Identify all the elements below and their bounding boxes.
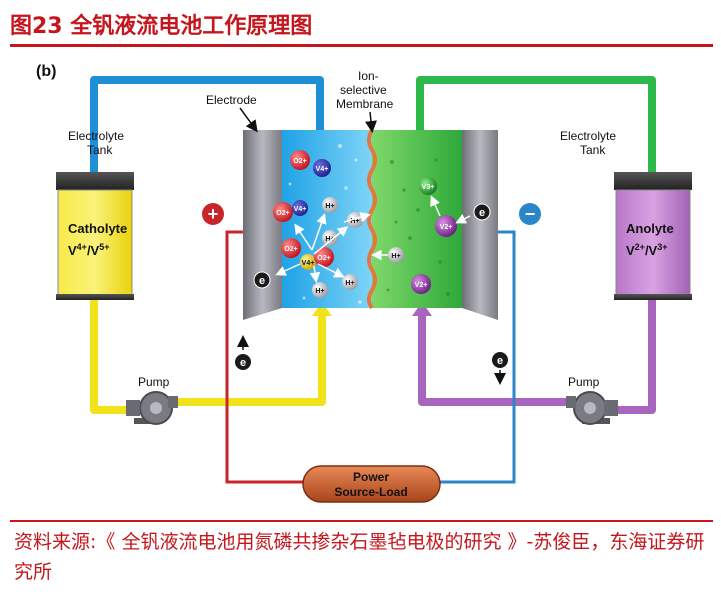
negative-side-ions: V3+ V2+ H+ V2+ bbox=[388, 177, 457, 294]
o2-ion: O2+ bbox=[281, 238, 301, 258]
v4-ion: V4+ bbox=[292, 200, 308, 216]
electrode-pointer bbox=[239, 107, 258, 133]
svg-text:e: e bbox=[259, 275, 265, 287]
svg-text:e: e bbox=[240, 357, 246, 369]
catholyte-return-arrow bbox=[312, 302, 332, 316]
tank-label-left-2: Tank bbox=[87, 143, 113, 157]
negative-side-arrows bbox=[371, 195, 471, 261]
source-note: 资料来源:《 全钒液流电池用氮磷共掺杂石墨毡电极的研究 》-苏俊臣，东海证券研究… bbox=[14, 531, 705, 583]
svg-text:+: + bbox=[208, 204, 219, 224]
h-ion: H+ bbox=[312, 282, 328, 298]
v3-ion: V3+ bbox=[419, 177, 437, 195]
h-ion: H+ bbox=[322, 197, 338, 213]
electron-icon-anode: e bbox=[473, 203, 491, 221]
anolyte-return-arrow bbox=[412, 302, 432, 316]
membrane-label-3: Membrane bbox=[336, 97, 394, 111]
reaction-arrows bbox=[275, 212, 371, 283]
svg-text:Source-Load: Source-Load bbox=[334, 485, 407, 499]
svg-text:H+: H+ bbox=[391, 253, 400, 260]
v4-ion: V4+ bbox=[313, 159, 331, 177]
anolyte-tank bbox=[614, 172, 692, 300]
pump-right-label: Pump bbox=[568, 375, 600, 389]
catholyte-tank bbox=[56, 172, 134, 300]
svg-text:O2+: O2+ bbox=[284, 246, 297, 253]
green-bubbles bbox=[386, 158, 450, 296]
svg-text:H+: H+ bbox=[315, 288, 324, 295]
catholyte-outlet-pipe bbox=[90, 76, 324, 178]
catholyte-return-pipe bbox=[90, 300, 326, 414]
h-ion: H+ bbox=[322, 230, 338, 246]
membrane-label-2: selective bbox=[340, 83, 387, 97]
h-ion: H+ bbox=[342, 274, 358, 290]
v2-ion: V2+ bbox=[411, 274, 431, 294]
svg-text:O2+: O2+ bbox=[317, 255, 330, 262]
o2-ion: O2+ bbox=[273, 202, 293, 222]
svg-text:V4+: V4+ bbox=[294, 206, 307, 213]
svg-text:V2+: V2+ bbox=[440, 224, 453, 231]
o2-ion: O2+ bbox=[290, 150, 310, 170]
pump-right bbox=[566, 391, 618, 425]
svg-text:Power: Power bbox=[353, 470, 389, 484]
flow-battery-diagram: (b) Electrolyte Tank Catholyte V4+/V5+ bbox=[36, 63, 692, 503]
power-source-load: Power Source-Load bbox=[302, 465, 441, 503]
positive-terminal-icon: + bbox=[202, 203, 224, 225]
svg-text:−: − bbox=[525, 204, 536, 224]
o2-ion: O2+ bbox=[314, 247, 334, 267]
electron-flow-left: e bbox=[235, 335, 251, 370]
svg-text:O2+: O2+ bbox=[293, 158, 306, 165]
svg-text:H+: H+ bbox=[350, 218, 359, 225]
external-circuit bbox=[225, 230, 516, 484]
svg-text:V4+: V4+ bbox=[316, 166, 329, 173]
figure-title: 图23 全钒液流电池工作原理图 bbox=[10, 14, 313, 39]
v2-ion: V2+ bbox=[435, 215, 457, 237]
footer-divider bbox=[10, 520, 713, 522]
h-ion: H+ bbox=[347, 212, 363, 228]
h-ion: H+ bbox=[388, 247, 404, 263]
anolyte-return-pipe bbox=[418, 300, 656, 414]
svg-text:V4+: V4+ bbox=[302, 260, 315, 267]
svg-text:H+: H+ bbox=[345, 280, 354, 287]
svg-text:H+: H+ bbox=[325, 203, 334, 210]
pump-left-label: Pump bbox=[138, 375, 170, 389]
membrane-label-1: Ion- bbox=[358, 69, 379, 83]
panel-label: (b) bbox=[36, 63, 56, 80]
electron-icon-cathode: e bbox=[253, 271, 271, 289]
title-divider bbox=[10, 44, 713, 47]
tank-label-right-2: Tank bbox=[580, 143, 606, 157]
electrode-label: Electrode bbox=[206, 93, 257, 107]
catholyte-label: Catholyte bbox=[68, 221, 127, 236]
svg-text:O2+: O2+ bbox=[276, 210, 289, 217]
positive-side-ions: O2+ V4+ O2+ V4+ H+ H+ O2+ V4+ O2+ H+ H+ … bbox=[273, 150, 363, 298]
negative-terminal-icon: − bbox=[519, 203, 541, 225]
electron-flow-right: e bbox=[492, 352, 508, 385]
pump-left bbox=[126, 391, 178, 425]
positive-electrode bbox=[243, 130, 282, 320]
tank-label-right-1: Electrolyte bbox=[560, 129, 616, 143]
membrane-pointer bbox=[365, 111, 377, 133]
svg-text:V3+: V3+ bbox=[422, 184, 435, 191]
negative-electrode bbox=[462, 130, 498, 320]
svg-text:H+: H+ bbox=[325, 236, 334, 243]
svg-text:V2+: V2+ bbox=[415, 282, 428, 289]
svg-text:e: e bbox=[497, 355, 503, 367]
svg-text:e: e bbox=[479, 207, 485, 219]
bubbles bbox=[288, 144, 362, 304]
anolyte-label: Anolyte bbox=[626, 221, 674, 236]
v4-ion: V4+ bbox=[300, 254, 316, 270]
tank-label-left-1: Electrolyte bbox=[68, 129, 124, 143]
anolyte-outlet-pipe bbox=[416, 76, 656, 178]
